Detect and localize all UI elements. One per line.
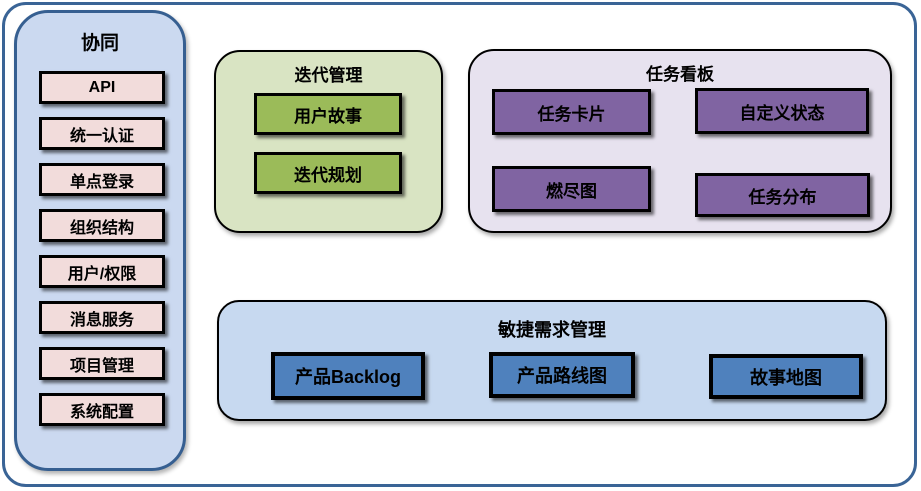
sidebar-item-user-permissions: 用户/权限 — [39, 255, 165, 288]
item-custom-status: 自定义状态 — [695, 88, 869, 134]
sidebar-item-org-structure: 组织结构 — [39, 209, 165, 242]
sidebar-item-sso: 单点登录 — [39, 163, 165, 196]
item-task-distribution: 任务分布 — [695, 173, 870, 217]
group-agile-requirements-title: 敏捷需求管理 — [498, 320, 606, 340]
item-task-card: 任务卡片 — [492, 89, 651, 135]
item-product-roadmap: 产品路线图 — [489, 352, 635, 398]
item-burndown-chart: 燃尽图 — [492, 166, 651, 212]
sidebar-item-unified-auth: 统一认证 — [39, 117, 165, 150]
group-task-board: 任务看板 任务卡片 自定义状态 燃尽图 任务分布 — [468, 49, 892, 233]
item-story-map: 故事地图 — [709, 354, 863, 399]
item-product-backlog: 产品Backlog — [271, 352, 425, 400]
group-task-board-title: 任务看板 — [646, 65, 714, 84]
item-iteration-planning: 迭代规划 — [254, 152, 402, 194]
sidebar-item-api: API — [39, 71, 165, 104]
item-user-story: 用户故事 — [254, 93, 402, 135]
sidebar-collaboration: 协同 API 统一认证 单点登录 组织结构 用户/权限 消息服务 项目管理 系统… — [14, 10, 186, 471]
group-agile-requirements: 敏捷需求管理 产品Backlog 产品路线图 故事地图 — [217, 300, 887, 421]
group-iteration-management-title: 迭代管理 — [294, 66, 363, 85]
group-iteration-management: 迭代管理 用户故事 迭代规划 — [214, 50, 443, 233]
sidebar-item-system-config: 系统配置 — [39, 393, 165, 426]
sidebar-title: 协同 — [80, 33, 119, 54]
sidebar-item-message-service: 消息服务 — [39, 301, 165, 334]
sidebar-item-project-management: 项目管理 — [39, 347, 165, 380]
